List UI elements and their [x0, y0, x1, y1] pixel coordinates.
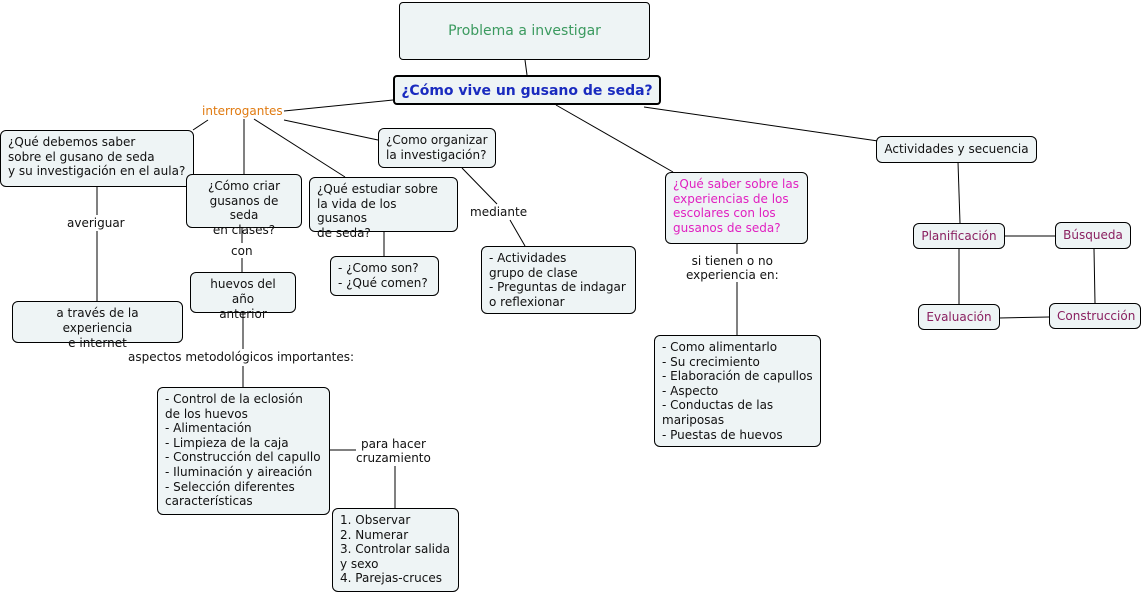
connector — [283, 99, 394, 112]
connector — [509, 219, 526, 247]
planificacion-node: Planificación — [913, 223, 1005, 249]
evaluacion-node: Evaluación — [918, 304, 1000, 330]
problem-node: Problema a investigar — [399, 2, 650, 60]
control-list-node: - Control de la eclosión de los huevos -… — [157, 387, 330, 515]
que-estudiar-node: ¿Qué estudiar sobre la vida de los gusan… — [309, 177, 458, 240]
connector — [998, 316, 1050, 319]
averiguar-label: averiguar — [67, 216, 125, 230]
alimentarlo-list-node: - Como alimentarlo - Su crecimiento - El… — [654, 335, 821, 447]
connector — [461, 167, 498, 205]
connector — [1093, 248, 1096, 304]
actividades-secuencia-node: Actividades y secuencia — [876, 136, 1037, 163]
si-tienen-label: si tienen o no experiencia en: — [686, 254, 779, 282]
connector — [192, 119, 209, 131]
huevos-node: huevos del año anterior — [190, 272, 296, 321]
para-hacer-label: para hacer cruzamiento — [356, 437, 431, 465]
con-label: con — [231, 244, 253, 258]
como-criar-node: ¿Cómo criar gusanos de seda en clases? — [186, 174, 302, 237]
main-question-node: ¿Cómo vive un gusano de seda? — [393, 75, 661, 105]
connector — [957, 161, 961, 224]
actividades-list-node: - Actividades grupo de clase - Preguntas… — [481, 246, 636, 314]
connector — [253, 118, 346, 178]
connector — [643, 106, 879, 142]
busqueda-node: Búsqueda — [1055, 222, 1131, 249]
experiencias-node: ¿Qué saber sobre las experiencias de los… — [665, 172, 808, 244]
como-son-node: - ¿Como son? - ¿Qué comen? — [330, 256, 439, 296]
como-organizar-node: ¿Como organizar la investigación? — [378, 128, 496, 168]
connector — [555, 104, 674, 173]
observar-list-node: 1. Observar 2. Numerar 3. Controlar sali… — [332, 508, 459, 592]
connector — [283, 119, 379, 141]
debemos-saber-node: ¿Qué debemos saber sobre el gusano de se… — [0, 130, 194, 187]
interrogantes-label: interrogantes — [202, 104, 283, 118]
aspectos-label: aspectos metodológicos importantes: — [128, 350, 354, 364]
mediante-label: mediante — [470, 205, 528, 219]
connector — [524, 59, 528, 76]
experiencia-internet-node: a través de la experiencia e internet — [12, 301, 183, 350]
construccion-node: Construcción — [1049, 303, 1141, 329]
